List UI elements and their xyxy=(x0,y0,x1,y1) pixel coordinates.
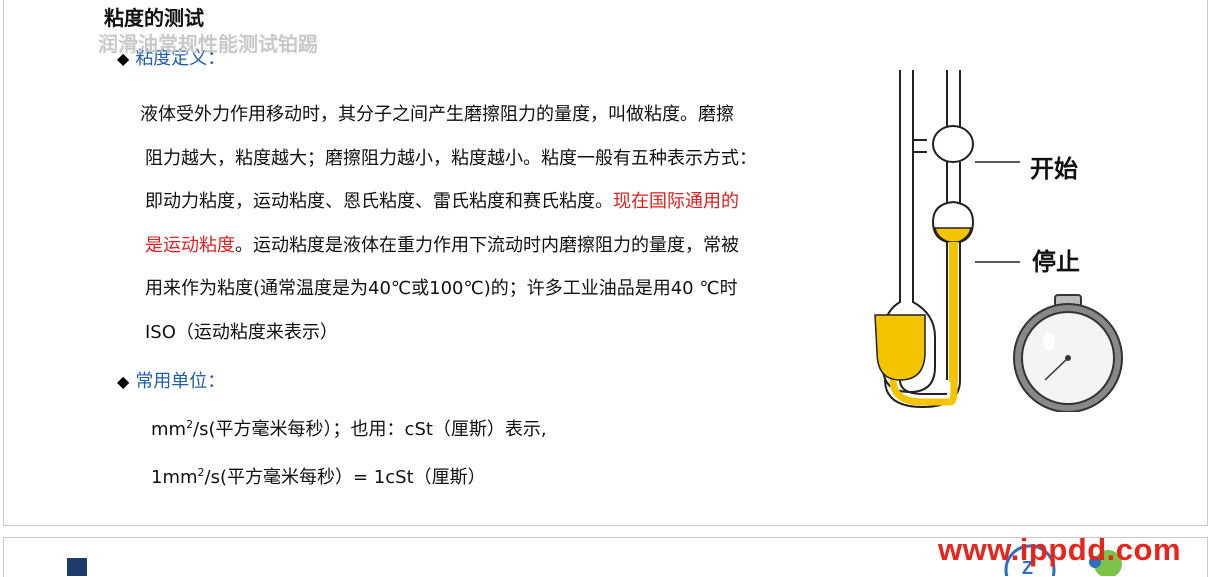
definition-line-2: 阻力越大，粘度越大；磨擦阻力越小，粘度越小。粘度一般有五种表示方式： xyxy=(145,148,757,169)
definition-line-6: ISO（运动粘度来表示） xyxy=(145,322,338,343)
units-line-1: mm2/s(平方毫米每秒）；也用：cSt（厘斯）表示, xyxy=(151,415,547,441)
definition-line-4: 是运动粘度。运动粘度是液体在重力作用下流动时内磨擦阻力的量度，常被 xyxy=(145,231,739,257)
diamond-bullet-icon: ◆ xyxy=(117,372,130,391)
definition-line-3: 即动力粘度，运动粘度、恩氏粘度、雷氏粘度和赛氏粘度。现在国际通用的 xyxy=(145,187,739,213)
highlight-text-2: 是运动粘度 xyxy=(145,235,235,256)
stop-label: 停止 xyxy=(1032,248,1080,276)
definition-line-5: 用来作为粘度(通常温度是为40℃或100℃)的；许多工业油品是用40 ℃时 xyxy=(145,278,738,299)
units-line-2: 1mm2/s(平方毫米每秒）= 1cSt（厘斯） xyxy=(151,463,486,489)
unit-sup: 2 xyxy=(186,418,194,431)
liquid-column xyxy=(949,242,958,382)
definition-line-4-text: 。运动粘度是液体在重力作用下流动时内磨擦阻力的量度，常被 xyxy=(235,235,739,256)
lower-bulb xyxy=(932,200,975,243)
start-label: 开始 xyxy=(1030,156,1078,183)
liquid-bottom xyxy=(889,379,958,406)
definition-line-3-text: 即动力粘度，运动粘度、恩氏粘度、雷氏粘度和赛氏粘度。 xyxy=(145,191,613,212)
viscometer-figure: 开始 停止 xyxy=(874,70,1123,412)
upper-bulb xyxy=(932,125,974,163)
diamond-bullet-icon: ◆ xyxy=(117,49,130,68)
unit-mm: 1mm xyxy=(151,467,198,488)
section-marker xyxy=(67,558,87,576)
watermark-text: www.ippdd.com xyxy=(938,532,1182,567)
svg-text:Z: Z xyxy=(1022,558,1033,576)
definition-line-1: 液体受外力作用移动时，其分子之间产生磨擦阻力的量度，叫做粘度。磨擦 xyxy=(140,104,734,125)
unit-rest: /s(平方毫米每秒）= 1cSt（厘斯） xyxy=(204,467,486,488)
stopwatch-icon xyxy=(1013,294,1123,412)
units-heading: ◆ 常用单位： xyxy=(117,367,225,393)
page-title: 粘度的测试 xyxy=(104,6,204,30)
logo-icon: Z xyxy=(1004,544,1122,576)
highlight-text: 现在国际通用的 xyxy=(613,191,739,212)
slide-panel xyxy=(3,0,1208,526)
definition-heading: ◆ 粘度定义： xyxy=(117,44,225,70)
liquid-bulb xyxy=(874,314,926,381)
units-label: 常用单位： xyxy=(135,371,226,392)
next-section-title: 润滑油常规性能测试铂踢 xyxy=(98,32,318,56)
unit-sup: 2 xyxy=(197,466,205,479)
unit-rest: /s(平方毫米每秒）；也用：cSt（厘斯）表示, xyxy=(193,419,547,440)
definition-label: 粘度定义： xyxy=(135,48,226,69)
unit-mm: mm xyxy=(151,419,187,440)
